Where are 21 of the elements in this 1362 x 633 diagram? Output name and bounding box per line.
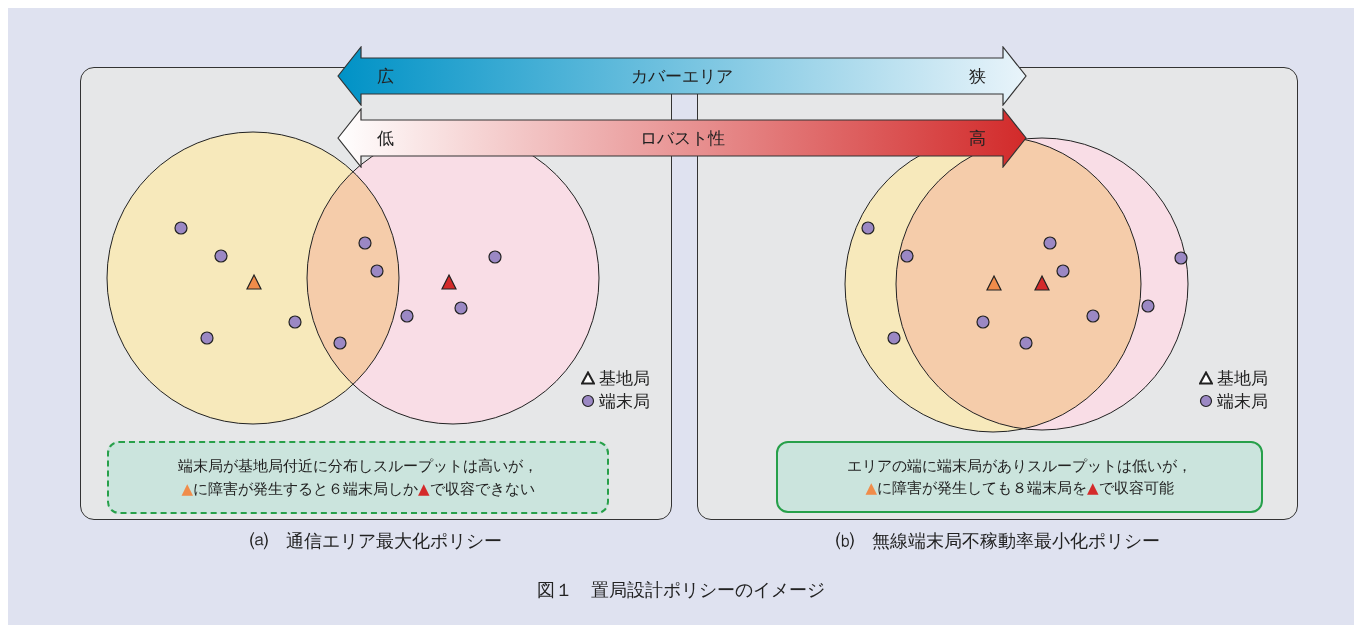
note-text: エリアの端に端末局がありスループットは低いが， (847, 455, 1192, 477)
note-box (776, 441, 1263, 513)
legend-label: 基地局 (1217, 367, 1268, 390)
note-text: 端末局が基地局付近に分布しスループットは高いが， (178, 456, 538, 477)
legend-label: 基地局 (599, 367, 650, 390)
double-arrow (337, 46, 1027, 106)
note-box (107, 441, 609, 514)
arrow-end-label: 広 (376, 64, 394, 88)
arrow-end-label: 低 (376, 126, 394, 150)
double-arrow (337, 108, 1027, 168)
legend-label: 端末局 (599, 389, 650, 413)
figure-caption: 図１ 置局設計ポリシーのイメージ (536, 578, 826, 602)
arrow-label: ロバスト性 (639, 126, 725, 150)
note-text: ▲に障害が発生すると６端末局しか▲で収容できない (181, 478, 535, 500)
panel-caption: ⒜ 通信エリア最大化ポリシー (249, 529, 503, 553)
legend-label: 端末局 (1217, 389, 1268, 413)
arrow-end-label: 狭 (968, 64, 986, 88)
note-text: ▲に障害が発生しても８端末局を▲で収容可能 (865, 478, 1174, 499)
arrow-label: カバーエリア (631, 64, 733, 88)
arrow-end-label: 高 (968, 126, 986, 150)
panel-caption: ⒝ 無線端末局不稼動率最小化ポリシー (834, 529, 1161, 553)
